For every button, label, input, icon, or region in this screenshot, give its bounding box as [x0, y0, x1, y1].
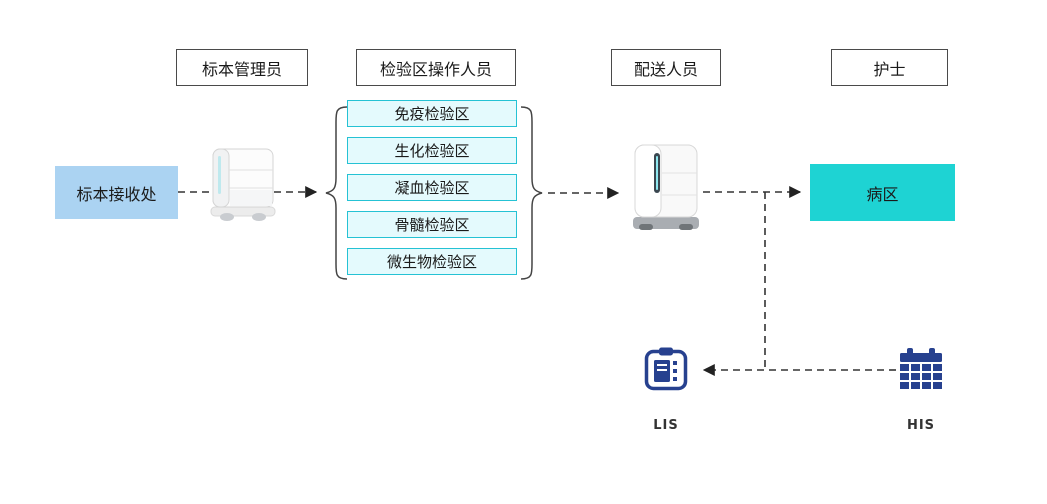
his-icon	[898, 348, 944, 390]
his-label: HIS	[906, 418, 936, 433]
ward-box: 病区	[810, 164, 955, 221]
test-area-microbiology: 微生物检验区	[347, 248, 517, 275]
delivery-robot-icon-2	[627, 143, 705, 233]
role-specimen-manager: 标本管理员	[176, 49, 308, 86]
delivery-robot-icon-1	[203, 146, 283, 224]
reception-box: 标本接收处	[55, 166, 178, 219]
test-area-bone-marrow: 骨髓检验区	[347, 211, 517, 238]
test-area-biochemistry: 生化检验区	[347, 137, 517, 164]
role-lab-operators: 检验区操作人员	[356, 49, 516, 86]
lis-icon	[644, 347, 688, 391]
test-area-immunology: 免疫检验区	[347, 100, 517, 127]
test-area-coagulation: 凝血检验区	[347, 174, 517, 201]
role-nurse: 护士	[831, 49, 948, 86]
role-delivery-staff: 配送人员	[611, 49, 721, 86]
lis-label: LIS	[653, 418, 679, 433]
brace-right-icon	[520, 106, 543, 280]
brace-left-icon	[325, 106, 348, 280]
